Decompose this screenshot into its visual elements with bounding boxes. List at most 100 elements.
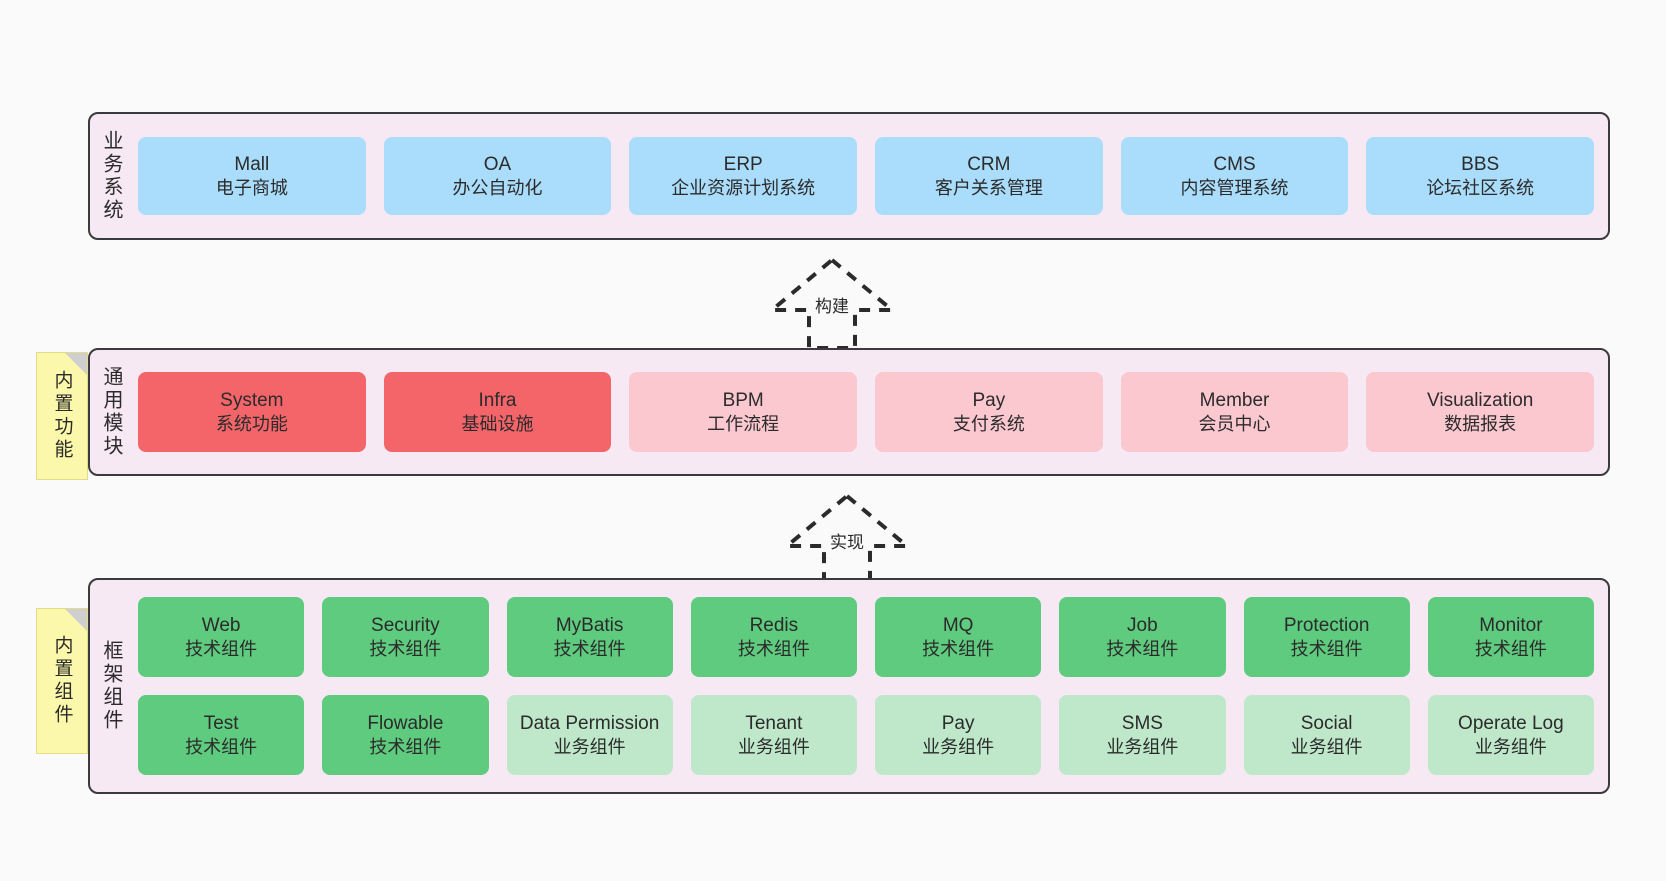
node-operate-log[interactable]: Operate Log 业务组件	[1427, 695, 1594, 775]
node-social[interactable]: Social 业务组件	[1243, 695, 1410, 775]
node-subtitle: 企业资源计划系统	[671, 177, 816, 198]
node-pay[interactable]: Pay 支付系统	[875, 372, 1103, 452]
node-title: Visualization	[1427, 389, 1534, 411]
node-job[interactable]: Job 技术组件	[1059, 597, 1226, 677]
layer-label-common-modules: 通用模块	[100, 366, 122, 458]
node-mybatis[interactable]: MyBatis 技术组件	[506, 597, 673, 677]
node-title: Pay	[972, 389, 1006, 411]
node-data-permission[interactable]: Data Permission 业务组件	[506, 695, 673, 775]
node-row: Test 技术组件 Flowable 技术组件 Data Permission …	[138, 695, 1594, 775]
node-erp[interactable]: ERP 企业资源计划系统	[629, 137, 858, 215]
node-subtitle: 业务组件	[1290, 736, 1363, 757]
node-security[interactable]: Security 技术组件	[322, 597, 489, 677]
node-subtitle: 基础设施	[461, 413, 534, 434]
node-oa[interactable]: OA 办公自动化	[383, 137, 612, 215]
node-subtitle: 客户关系管理	[934, 177, 1043, 198]
layer-framework-components: 框架组件 Web 技术组件 Security 技术组件 MyBatis 技术组件…	[88, 578, 1610, 794]
node-subtitle: 业务组件	[553, 736, 626, 757]
node-subtitle: 数据报表	[1444, 413, 1517, 434]
node-title: Data Permission	[519, 712, 660, 734]
node-subtitle: 技术组件	[1106, 638, 1179, 659]
node-subtitle: 支付系统	[952, 413, 1025, 434]
node-row: Web 技术组件 Security 技术组件 MyBatis 技术组件 Redi…	[138, 597, 1594, 677]
node-title: Pay	[941, 712, 975, 734]
node-title: Redis	[749, 614, 799, 636]
connector-build: 构建	[752, 252, 912, 352]
node-subtitle: 办公自动化	[452, 177, 543, 198]
node-cms[interactable]: CMS 内容管理系统	[1120, 137, 1349, 215]
node-subtitle: 内容管理系统	[1180, 177, 1289, 198]
node-subtitle: 技术组件	[737, 638, 810, 659]
node-subtitle: 技术组件	[369, 638, 442, 659]
node-test[interactable]: Test 技术组件	[138, 695, 305, 775]
node-bbs[interactable]: BBS 论坛社区系统	[1366, 137, 1595, 215]
node-title: Web	[201, 614, 241, 636]
node-title: BPM	[722, 389, 764, 411]
node-title: Test	[203, 712, 239, 734]
node-bpm[interactable]: BPM 工作流程	[629, 372, 858, 452]
node-system[interactable]: System 系统功能	[138, 372, 366, 452]
node-subtitle: 技术组件	[185, 736, 258, 757]
node-member[interactable]: Member 会员中心	[1120, 372, 1349, 452]
node-subtitle: 业务组件	[737, 736, 810, 757]
node-crm[interactable]: CRM 客户关系管理	[875, 137, 1103, 215]
node-monitor[interactable]: Monitor 技术组件	[1427, 597, 1594, 677]
connector-implement: 实现	[767, 488, 927, 588]
node-title: Protection	[1283, 614, 1370, 636]
node-title: SMS	[1121, 712, 1163, 734]
node-subtitle: 技术组件	[1474, 638, 1547, 659]
node-mall[interactable]: Mall 电子商城	[138, 137, 366, 215]
node-subtitle: 技术组件	[1290, 638, 1363, 659]
node-subtitle: 电子商城	[215, 177, 288, 198]
node-protection[interactable]: Protection 技术组件	[1243, 597, 1410, 677]
node-title: OA	[483, 153, 512, 175]
node-title: Member	[1199, 389, 1270, 411]
node-tenant[interactable]: Tenant 业务组件	[690, 695, 857, 775]
node-subtitle: 业务组件	[1474, 736, 1547, 757]
node-title: Tenant	[745, 712, 803, 734]
node-title: Infra	[478, 389, 517, 411]
layer-business-systems: 业务系统 Mall 电子商城 OA 办公自动化 ERP 企业资源计划系统 CRM…	[88, 112, 1610, 240]
layer-body-business-systems: Mall 电子商城 OA 办公自动化 ERP 企业资源计划系统 CRM 客户关系…	[132, 114, 1608, 238]
layer-label-business-systems: 业务系统	[100, 130, 122, 222]
node-title: Monitor	[1479, 614, 1543, 636]
node-infra[interactable]: Infra 基础设施	[383, 372, 612, 452]
node-title: Mall	[234, 153, 270, 175]
node-title: Social	[1300, 712, 1353, 734]
sticky-note-builtin-components: 内置组件	[36, 608, 88, 754]
node-subtitle: 技术组件	[369, 736, 442, 757]
node-title: MyBatis	[555, 614, 624, 636]
node-pay-component[interactable]: Pay 业务组件	[875, 695, 1042, 775]
node-row: Mall 电子商城 OA 办公自动化 ERP 企业资源计划系统 CRM 客户关系…	[138, 137, 1595, 215]
sticky-note-builtin-features: 内置功能	[36, 352, 88, 480]
layer-body-framework-components: Web 技术组件 Security 技术组件 MyBatis 技术组件 Redi…	[132, 580, 1608, 792]
node-title: CRM	[967, 153, 1011, 175]
node-subtitle: 论坛社区系统	[1426, 177, 1535, 198]
node-title: Job	[1127, 614, 1158, 636]
node-title: Operate Log	[1458, 712, 1564, 734]
node-title: ERP	[723, 153, 763, 175]
node-web[interactable]: Web 技术组件	[138, 597, 305, 677]
node-title: Security	[371, 614, 440, 636]
layer-body-common-modules: System 系统功能 Infra 基础设施 BPM 工作流程 Pay 支付系统…	[132, 350, 1608, 474]
node-row: System 系统功能 Infra 基础设施 BPM 工作流程 Pay 支付系统…	[138, 372, 1595, 452]
node-title: MQ	[942, 614, 974, 636]
node-subtitle: 业务组件	[1106, 736, 1179, 757]
node-subtitle: 技术组件	[185, 638, 258, 659]
node-subtitle: 业务组件	[922, 736, 995, 757]
node-title: BBS	[1461, 153, 1500, 175]
node-flowable[interactable]: Flowable 技术组件	[322, 695, 489, 775]
node-subtitle: 技术组件	[553, 638, 626, 659]
node-title: CMS	[1213, 153, 1256, 175]
node-redis[interactable]: Redis 技术组件	[690, 597, 857, 677]
node-subtitle: 技术组件	[922, 638, 995, 659]
node-visualization[interactable]: Visualization 数据报表	[1366, 372, 1595, 452]
layer-common-modules: 通用模块 System 系统功能 Infra 基础设施 BPM 工作流程 Pay…	[88, 348, 1610, 476]
node-subtitle: 系统功能	[215, 413, 288, 434]
node-mq[interactable]: MQ 技术组件	[875, 597, 1042, 677]
node-sms[interactable]: SMS 业务组件	[1059, 695, 1226, 775]
node-subtitle: 会员中心	[1198, 413, 1271, 434]
node-title: System	[220, 389, 284, 411]
node-subtitle: 工作流程	[707, 413, 780, 434]
